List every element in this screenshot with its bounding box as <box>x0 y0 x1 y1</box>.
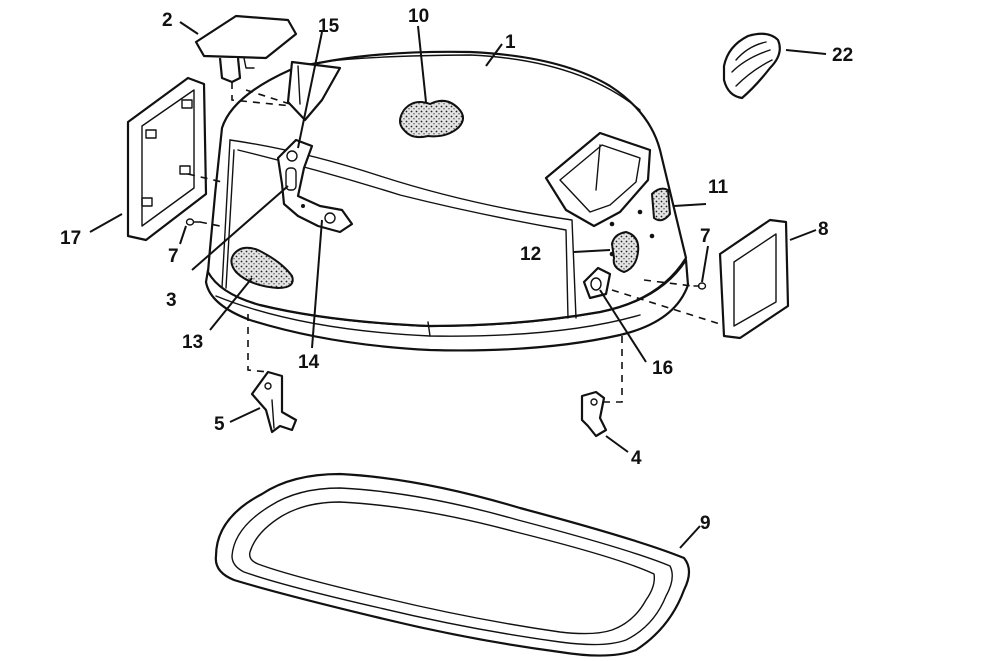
bracket-4 <box>580 390 608 438</box>
assembly-lines <box>187 82 721 403</box>
latch-bracket <box>276 138 354 234</box>
callout-10: 10 <box>408 6 429 27</box>
callout-11: 11 <box>708 177 729 198</box>
callout-9: 9 <box>700 513 711 534</box>
callout-5: 5 <box>214 414 225 435</box>
grommet-16 <box>582 266 612 300</box>
callout-1: 1 <box>505 32 516 53</box>
callout-7-right: 7 <box>700 226 711 247</box>
callout-2: 2 <box>162 10 173 31</box>
clip-22 <box>722 32 781 100</box>
foam-pad-12 <box>610 230 640 274</box>
screw-7-left <box>185 218 201 226</box>
rear-cap <box>194 14 298 84</box>
callout-labels: 1 2 3 4 5 7 7 8 9 10 11 12 13 14 15 16 1… <box>60 6 853 534</box>
motor-cover <box>204 50 690 352</box>
callout-7-left: 7 <box>168 246 179 267</box>
callout-17: 17 <box>60 228 81 249</box>
callout-12: 12 <box>520 244 541 265</box>
callout-22: 22 <box>832 45 853 66</box>
callout-3: 3 <box>166 290 177 311</box>
callout-8: 8 <box>818 219 829 240</box>
callout-14: 14 <box>298 352 320 373</box>
side-panel-17 <box>126 76 208 242</box>
callout-4: 4 <box>631 448 642 469</box>
bracket-5 <box>250 370 298 434</box>
foam-pad-11 <box>650 187 672 222</box>
foam-pad-13 <box>230 246 294 290</box>
callout-13: 13 <box>182 332 203 353</box>
callout-15: 15 <box>318 16 340 37</box>
side-panel-8 <box>718 218 790 340</box>
foam-pad-10 <box>399 99 464 139</box>
leader-lines <box>89 21 827 549</box>
screw-7-right <box>693 282 707 290</box>
cover-seal-9 <box>214 472 691 657</box>
callout-16: 16 <box>652 358 673 379</box>
